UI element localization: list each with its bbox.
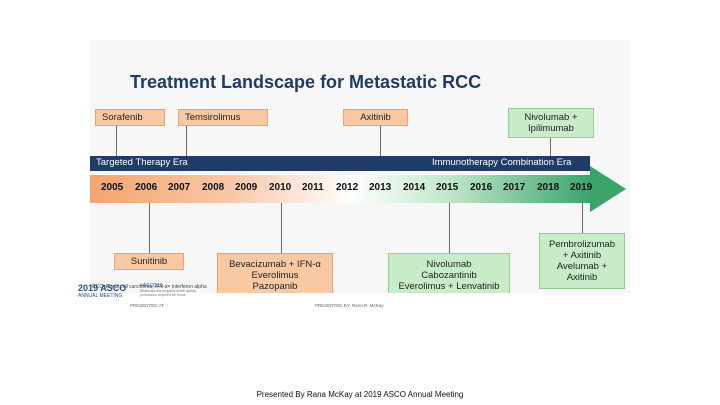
year-label: 2015 [436, 182, 459, 193]
asco-hashtag-label: #ASCO19 [140, 283, 163, 289]
connector-nivo-ipi [550, 138, 551, 156]
footer-presented-by: PRESENTED BY: Rana R. McKay [315, 303, 384, 308]
year-label: 2013 [369, 182, 392, 193]
footnote: RCC=Renal cell carcinoma; IFN-α= interfe… [92, 284, 207, 290]
era-bar [90, 156, 590, 171]
box-pembro-line-3: Avelumab + [556, 261, 608, 272]
box-temsirolimus-label: Temsirolimus [185, 112, 241, 123]
year-label: 2010 [269, 182, 292, 193]
slide-title: Treatment Landscape for Metastatic RCC [130, 72, 482, 92]
box-beva-line-3: Pazopanib [252, 280, 298, 292]
connector-nivo-group [449, 203, 450, 253]
connector-sunitinib [149, 203, 150, 255]
year-label: 2011 [302, 182, 324, 193]
box-sorafenib-label: Sorafenib [102, 112, 143, 123]
connector-beva-group [281, 203, 282, 253]
box-nivo-line-2: Cabozantinib [421, 269, 477, 281]
era-label-targeted: Targeted Therapy Era [96, 157, 188, 168]
year-label: 2016 [470, 182, 493, 193]
box-nivo-ipi-line-2: Ipilimumab [528, 123, 574, 134]
connector-temsirolimus [186, 126, 187, 156]
box-beva-line-2: Everolimus [251, 269, 299, 281]
box-pembro-line-1: Pembrolizumab [549, 239, 615, 250]
connector-axitinib [380, 126, 381, 156]
box-nivo-line-3: Everolimus + Lenvatinib [398, 280, 500, 292]
year-label: 2019 [570, 182, 593, 193]
box-nivolumab-group: Nivolumab Cabozantinib Everolimus + Lenv… [388, 253, 510, 297]
year-label: 2014 [403, 182, 426, 193]
box-axitinib-label: Axitinib [360, 112, 391, 123]
year-label: 2006 [135, 182, 158, 193]
box-pembrolizumab-group: Pembrolizumab + Axitinib Avelumab + Axit… [539, 233, 625, 289]
box-sorafenib: Sorafenib [95, 109, 165, 126]
year-label: 2018 [537, 182, 560, 193]
timeline-arrow-body [90, 175, 592, 203]
box-nivolumab-ipilimumab: Nivolumab + Ipilimumab [508, 108, 594, 138]
box-bevacizumab-group: Bevacizumab + IFN-α Everolimus Pazopanib [217, 253, 333, 297]
asco-permission-note: Slides are the property of the author, p… [140, 289, 197, 297]
box-sunitinib-label: Sunitinib [130, 256, 168, 267]
year-label: 2005 [101, 182, 124, 193]
year-label: 2012 [336, 182, 359, 193]
slide-footer: PRESENTED AT: PRESENTED BY: Rana R. McKa… [90, 293, 630, 318]
connector-sorafenib [116, 126, 117, 156]
box-nivo-ipi-line-1: Nivolumab + [524, 112, 578, 123]
box-pembro-line-2: + Axitinib [562, 250, 602, 261]
slide: Treatment Landscape for Metastatic RCC S… [90, 40, 630, 318]
slide-content-panel: Treatment Landscape for Metastatic RCC S… [90, 40, 630, 297]
year-label: 2008 [202, 182, 225, 193]
asco-logo: 2019 ASCO [78, 283, 127, 293]
box-temsirolimus: Temsirolimus [178, 109, 268, 126]
footer-presented-at: PRESENTED AT: [130, 303, 165, 308]
year-label: 2017 [503, 182, 526, 193]
box-beva-line-1: Bevacizumab + IFN-α [229, 258, 321, 270]
connector-pembro-group [582, 203, 583, 233]
asco-hashtag: #ASCO19 Slides are the property of the a… [140, 283, 200, 297]
box-axitinib: Axitinib [343, 109, 408, 126]
era-label-immuno: Immunotherapy Combination Era [432, 157, 572, 168]
page-caption: Presented By Rana McKay at 2019 ASCO Ann… [256, 390, 464, 399]
year-label: 2007 [168, 182, 191, 193]
asco-logo-subtitle: ANNUAL MEETING [78, 293, 123, 299]
box-pembro-line-4: Axitinib [566, 272, 598, 283]
timeline-arrow-head [590, 166, 626, 212]
box-sunitinib: Sunitinib [114, 253, 184, 270]
box-nivo-line-1: Nivolumab [426, 258, 472, 270]
year-label: 2009 [235, 182, 258, 193]
